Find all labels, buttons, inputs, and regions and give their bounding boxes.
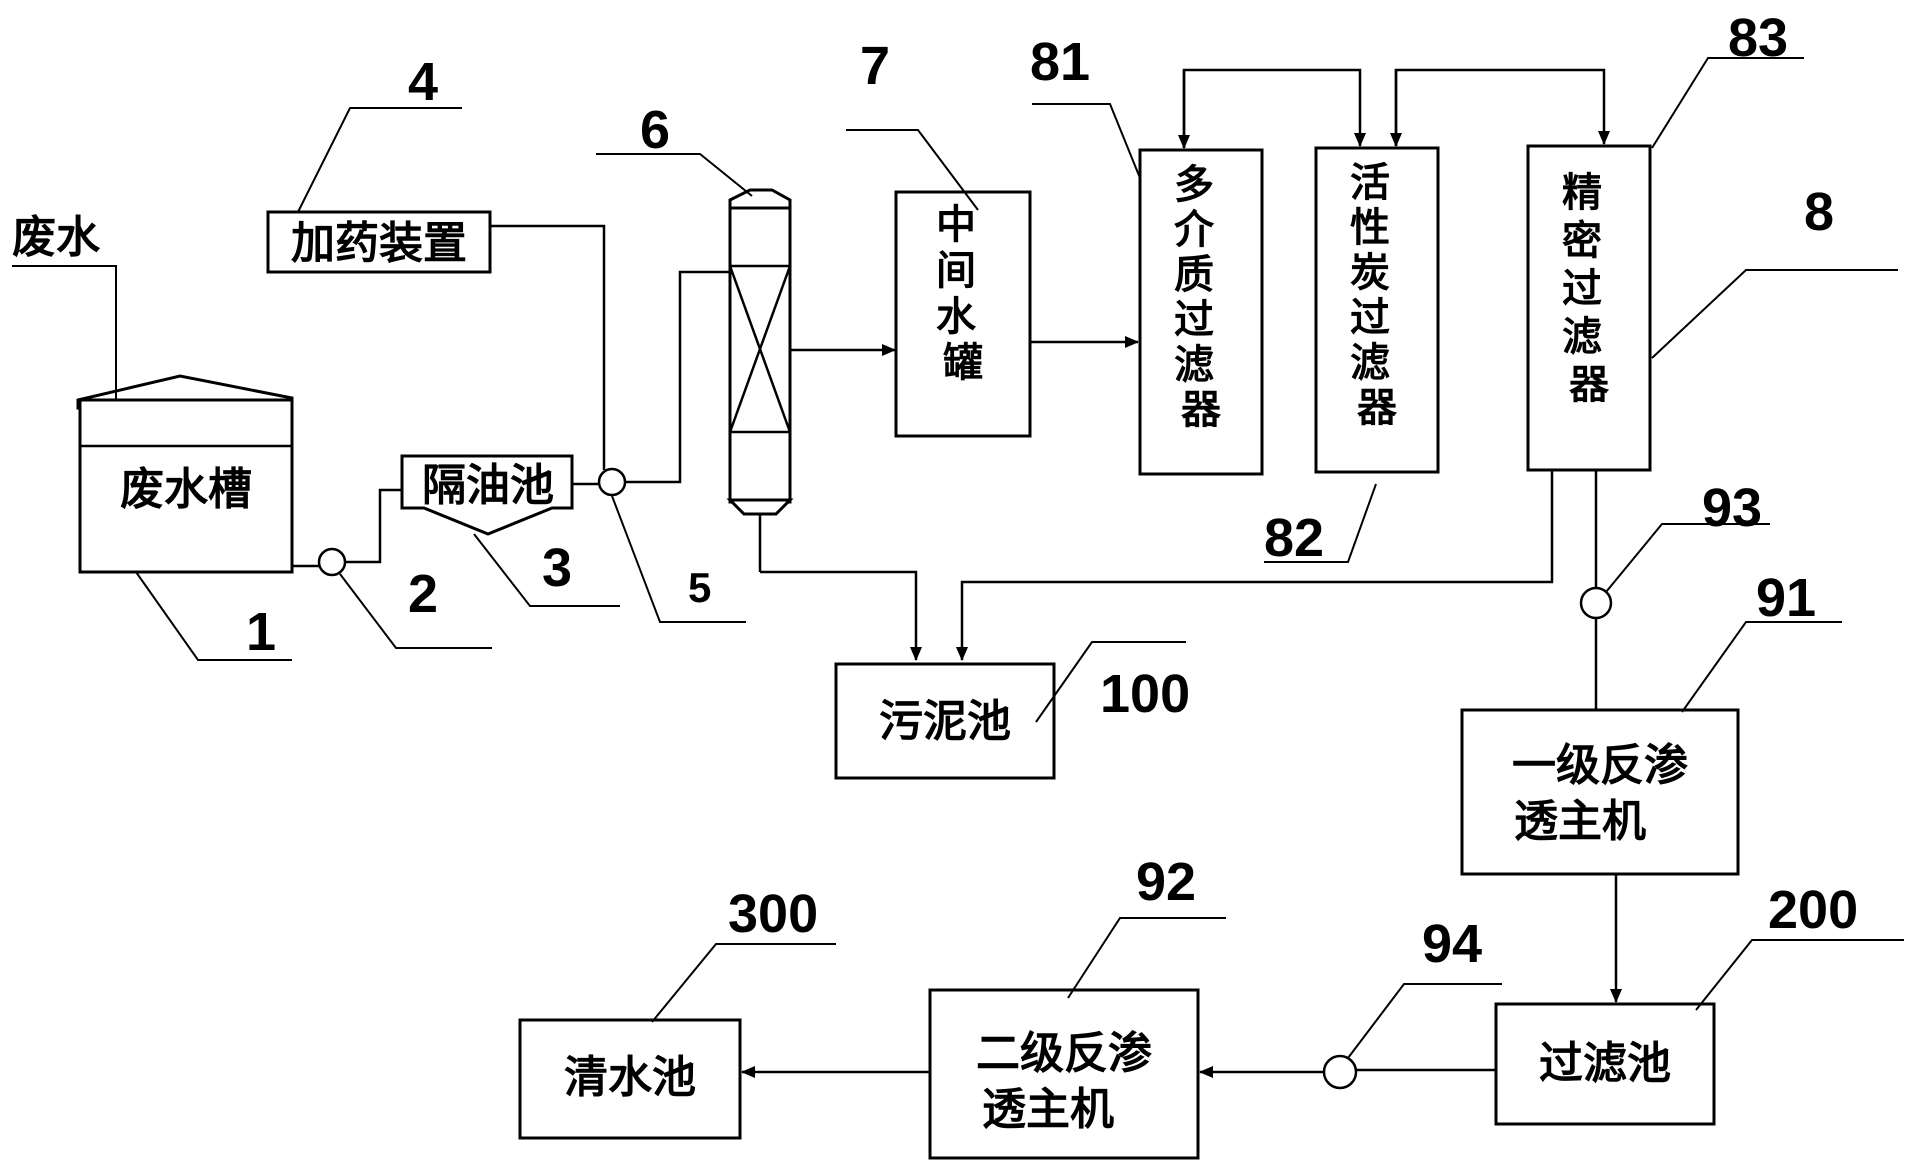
ref-83: 83 xyxy=(1728,8,1788,68)
ref-5: 5 xyxy=(688,564,711,611)
secondary-ro-label-line2: 透主机 xyxy=(982,1084,1114,1135)
ref-300: 300 xyxy=(728,884,818,944)
activated-carbon-filter-label: 活 性 炭 过 滤 器 xyxy=(1350,160,1404,431)
intermediate-water-tank xyxy=(894,190,1032,438)
reaction-column xyxy=(726,188,794,516)
waste-water-input-leader xyxy=(12,265,117,400)
sludge-pool xyxy=(834,662,1056,780)
reference-labels: 1 2 3 4 5 6 7 81 82 83 8 93 91 xyxy=(135,8,1904,1059)
precision-filter-label: 精 密 过 滤 器 xyxy=(1562,170,1616,408)
dosing-device-label: 加药装置 xyxy=(291,218,467,269)
oil-separator-label: 隔油池 xyxy=(422,460,554,511)
pump-94 xyxy=(1322,1054,1358,1090)
pipe-pump5-to-column xyxy=(625,270,730,484)
ref-81: 81 xyxy=(1030,32,1090,92)
ref-93: 93 xyxy=(1702,478,1762,538)
filter-pool xyxy=(1494,1002,1716,1126)
sludge-pool-label: 污泥池 xyxy=(879,696,1011,747)
primary-ro-label-line1: 一级反渗 xyxy=(1512,740,1688,791)
ref-91: 91 xyxy=(1756,568,1816,628)
intermediate-water-tank-label: 中 间 水 罐 xyxy=(936,202,990,386)
multimedia-filter-label: 多 介 质 过 滤 器 xyxy=(1174,162,1228,433)
ref-92: 92 xyxy=(1136,852,1196,912)
primary-ro-unit xyxy=(1460,708,1740,876)
pipe-column-to-sludge xyxy=(760,570,922,661)
waste-water-input-label: 废水 xyxy=(12,212,101,263)
clean-water-pool-label: 清水池 xyxy=(564,1052,696,1103)
secondary-ro-unit xyxy=(928,988,1200,1160)
pipe-pump2-to-oil-separator xyxy=(345,488,406,564)
ref-7: 7 xyxy=(860,36,890,96)
ref-200: 200 xyxy=(1768,880,1858,940)
ref-1: 1 xyxy=(246,602,276,662)
pipe-filters-to-sludge xyxy=(956,470,1554,661)
ref-6: 6 xyxy=(640,100,670,160)
oil-separator: 隔油池 xyxy=(400,454,574,536)
waste-water-tank-label: 废水槽 xyxy=(120,464,252,515)
ref-100: 100 xyxy=(1100,664,1190,724)
precision-filter xyxy=(1526,144,1652,472)
primary-ro-label-line2: 透主机 xyxy=(1514,796,1646,847)
ref-2: 2 xyxy=(408,564,438,624)
pipe-dosing-to-pump5 xyxy=(490,224,606,470)
ref-3: 3 xyxy=(542,538,572,598)
clean-water-pool xyxy=(518,1018,742,1140)
ref-4: 4 xyxy=(408,52,438,112)
pipe-top-81-82 xyxy=(1182,68,1366,148)
secondary-ro-label-line1: 二级反渗 xyxy=(976,1028,1152,1079)
pump-2 xyxy=(317,547,347,577)
waste-water-tank: 废水槽 xyxy=(76,374,294,574)
dosing-device xyxy=(266,210,492,274)
pipe-top-82-83 xyxy=(1394,68,1610,146)
ref-82: 82 xyxy=(1264,508,1324,568)
pump-93 xyxy=(1579,586,1613,620)
activated-carbon-filter xyxy=(1314,146,1440,474)
pump-5 xyxy=(597,467,627,497)
multimedia-filter xyxy=(1138,148,1264,476)
ref-8: 8 xyxy=(1804,182,1834,242)
ref-94: 94 xyxy=(1422,914,1482,974)
filter-pool-label: 过滤池 xyxy=(1539,1038,1671,1089)
